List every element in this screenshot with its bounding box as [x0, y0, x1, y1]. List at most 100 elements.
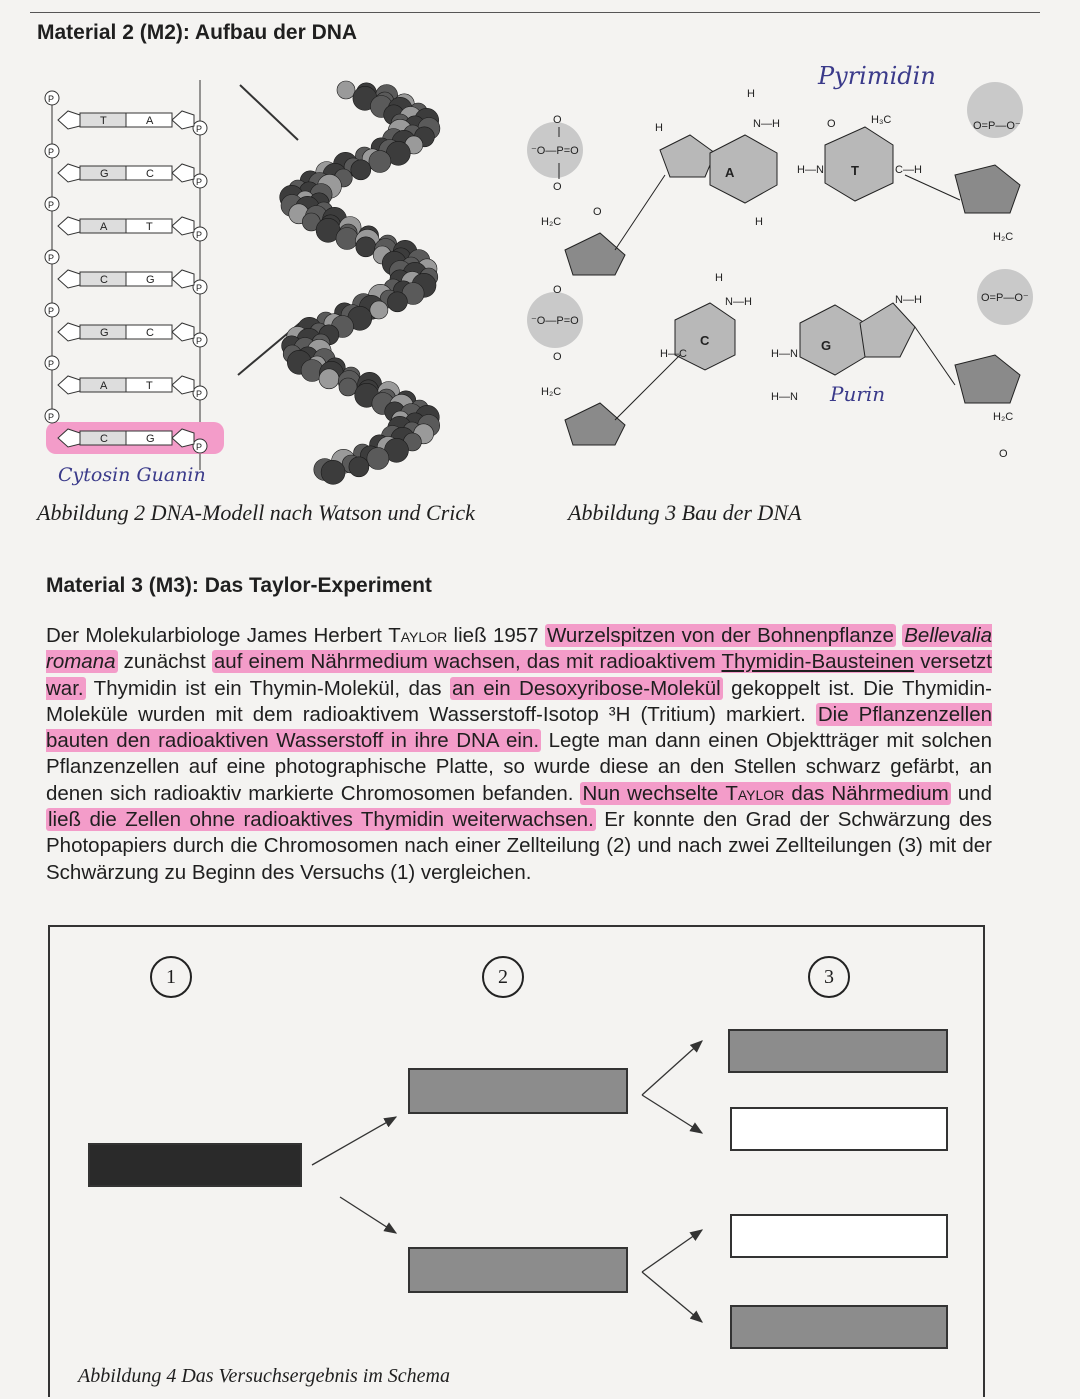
phosphate-label: P [196, 389, 202, 399]
base-letter: A [100, 380, 108, 392]
atom-sphere [370, 301, 388, 319]
sugar-left [58, 323, 80, 341]
svg-text:G: G [821, 338, 831, 353]
svg-text:O: O [553, 114, 562, 126]
base-letter: T [146, 380, 153, 392]
highlight-text: an ein Desoxyribose-Molekül [450, 677, 723, 700]
svg-text:H: H [655, 122, 663, 134]
base-letter: G [146, 433, 155, 445]
fig2-caption: Abbildung 2 DNA-Modell nach Watson und C… [37, 500, 475, 526]
atom-sphere [351, 160, 371, 180]
sugar-left [58, 217, 80, 235]
phosphate-label: P [196, 177, 202, 187]
text-segment: Thymidin ist ein Thymin-Molekül, das [86, 677, 450, 700]
svg-text:N—H: N—H [753, 118, 780, 130]
sugar-right [172, 270, 194, 288]
svg-text:H—N: H—N [771, 348, 798, 360]
svg-text:O=P—O⁻: O=P—O⁻ [973, 120, 1021, 132]
phosphate-label: P [48, 306, 54, 316]
svg-text:⁻O—P=O: ⁻O—P=O [531, 145, 579, 157]
experiment-schema: 1 2 3 [48, 925, 985, 1397]
svg-text:O: O [553, 284, 562, 296]
atom-sphere [369, 151, 391, 173]
text-segment: und [951, 782, 992, 805]
svg-text:H—N: H—N [771, 391, 798, 403]
base-letter: C [146, 327, 154, 339]
m3-heading: Material 3 (M3): Das Taylor-Experiment [46, 574, 432, 598]
sugar-right [172, 164, 194, 182]
svg-text:H: H [755, 216, 763, 228]
handwritten-purin: Purin [830, 382, 885, 406]
base-letter: C [100, 274, 108, 286]
svg-text:N—H: N—H [895, 294, 922, 306]
text-segment: ließ 1957 [447, 624, 545, 647]
svg-text:N—H: N—H [725, 296, 752, 308]
dna-space-filling-model [230, 75, 470, 485]
phosphate-label: P [48, 253, 54, 263]
svg-text:H: H [715, 272, 723, 284]
svg-text:H—C: H—C [660, 348, 687, 360]
atom-sphere [336, 228, 358, 250]
sugar-right [172, 111, 194, 129]
atom-sphere [349, 457, 369, 477]
svg-text:⁻O—P=O: ⁻O—P=O [531, 315, 579, 327]
phosphate-label: P [48, 147, 54, 157]
sugar-left [58, 111, 80, 129]
sugar-left [58, 270, 80, 288]
svg-text:O: O [553, 351, 562, 363]
phosphate-label: P [48, 359, 54, 369]
highlight-part: auf einem Nährmedium wachsen, das mit ra… [214, 650, 722, 673]
svg-text:H—N: H—N [797, 164, 824, 176]
phosphate-label: P [196, 442, 202, 452]
base-letter: C [146, 168, 154, 180]
base-letter: G [146, 274, 155, 286]
svg-text:H: H [747, 88, 755, 100]
base-letter: G [100, 168, 109, 180]
m3-body-text: Der Molekularbiologe James Herbert Taylo… [46, 623, 992, 886]
phosphate-label: P [196, 336, 202, 346]
atom-sphere [356, 237, 376, 257]
svg-text:C: C [700, 333, 710, 348]
base-letter: G [100, 327, 109, 339]
phosphate-label: P [48, 94, 54, 104]
base-letter: C [100, 433, 108, 445]
phosphate-label: P [48, 412, 54, 422]
base-letter: A [100, 221, 108, 233]
fig3-caption: Abbildung 3 Bau der DNA [568, 500, 801, 526]
fig4-caption: Abbildung 4 Das Versuchsergebnis im Sche… [78, 1365, 450, 1388]
phosphate-label: P [48, 200, 54, 210]
base-letter: A [146, 115, 154, 127]
m2-heading: Material 2 (M2): Aufbau der DNA [37, 21, 357, 45]
highlight-text: Wurzelspitzen von der Bohnenpflanze [545, 624, 896, 647]
svg-text:O: O [593, 206, 602, 218]
svg-text:H₂C: H₂C [993, 411, 1013, 423]
phosphate-label: P [196, 124, 202, 134]
text-segment: Der Molekularbiologe James Herbert [46, 624, 388, 647]
atom-sphere [367, 448, 389, 470]
name-taylor: Taylor [388, 624, 447, 647]
base-letter: T [100, 115, 107, 127]
arrows [50, 927, 987, 1399]
sugar-right [172, 323, 194, 341]
svg-text:O: O [999, 448, 1008, 460]
sugar-left [58, 164, 80, 182]
svg-text:H₂C: H₂C [541, 386, 561, 398]
phosphate-label: P [196, 283, 202, 293]
text-segment: zunächst [118, 650, 212, 673]
svg-text:H₂C: H₂C [993, 231, 1013, 243]
dna-chemical-structure: O ⁻O—P=O O O ⁻O—P=O O H₂C H₂C O A H N—H … [515, 65, 1055, 485]
svg-text:C—H: C—H [895, 164, 922, 176]
svg-text:O: O [827, 118, 836, 130]
atom-sphere [339, 378, 357, 396]
handwritten-cytosin-guanin: Cytosin Guanin [58, 464, 206, 486]
svg-text:H₃C: H₃C [871, 114, 891, 126]
sugar-right [172, 376, 194, 394]
svg-text:A: A [725, 165, 735, 180]
highlight-part: das Nährmedium [784, 782, 948, 805]
sugar-left [58, 376, 80, 394]
atom-sphere [387, 292, 407, 312]
svg-text:H₂C: H₂C [541, 216, 561, 228]
underlined-thymidin: Thymidin-Bausteinen [722, 650, 915, 673]
phosphate-label: P [196, 230, 202, 240]
